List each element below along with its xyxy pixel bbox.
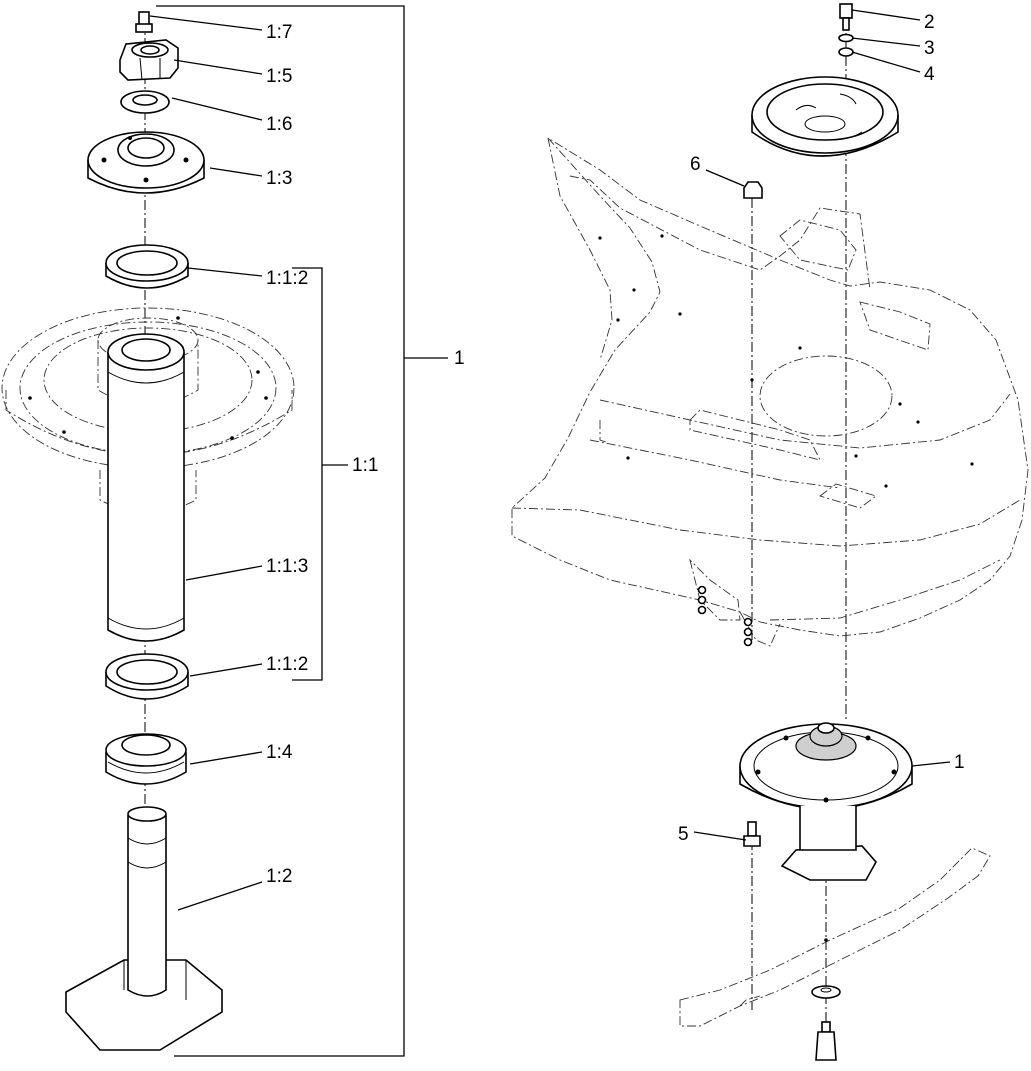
bolt-top [839, 3, 853, 31]
mower-deck [511, 137, 1029, 647]
washer [120, 90, 170, 114]
spindle-assembly [739, 722, 913, 881]
callout-1-3: 1:3 [266, 168, 292, 189]
lock-washer [838, 33, 854, 43]
callout-1-6: 1:6 [266, 114, 292, 135]
callout-5: 5 [678, 824, 689, 845]
spacer-sleeve [107, 333, 185, 642]
deck-assembly-exploded [511, 3, 1029, 1061]
spindle-assembly-exploded [1, 5, 448, 1057]
flat-washer [838, 47, 854, 57]
blade [679, 847, 991, 1061]
bearing-cup-top [105, 244, 189, 289]
callout-1-right: 1 [954, 752, 965, 773]
callout-2: 2 [924, 12, 935, 33]
nut-6 [743, 181, 763, 199]
spindle-shaft [65, 806, 223, 1051]
grease-fitting [135, 11, 153, 33]
callout-1-7: 1:7 [266, 22, 292, 43]
callout-1-1-2-top: 1:1:2 [266, 268, 308, 289]
callout-6: 6 [690, 154, 701, 175]
pulley [751, 76, 899, 157]
bolt-5 [743, 821, 761, 847]
bearing-housing [87, 131, 205, 194]
callout-1-5: 1:5 [266, 66, 292, 87]
callout-1-1: 1:1 [352, 455, 378, 476]
lower-bearing [105, 733, 187, 785]
hex-nut [119, 39, 179, 81]
callout-4: 4 [924, 64, 935, 85]
callout-1-left: 1 [454, 348, 465, 369]
bearing-cup-bottom [105, 653, 189, 700]
callout-1-4: 1:4 [266, 742, 293, 763]
callout-3: 3 [924, 38, 935, 59]
callout-1-2: 1:2 [266, 866, 292, 887]
callout-1-1-3: 1:1:3 [266, 556, 308, 577]
callout-1-1-2-bottom: 1:1:2 [266, 654, 308, 675]
